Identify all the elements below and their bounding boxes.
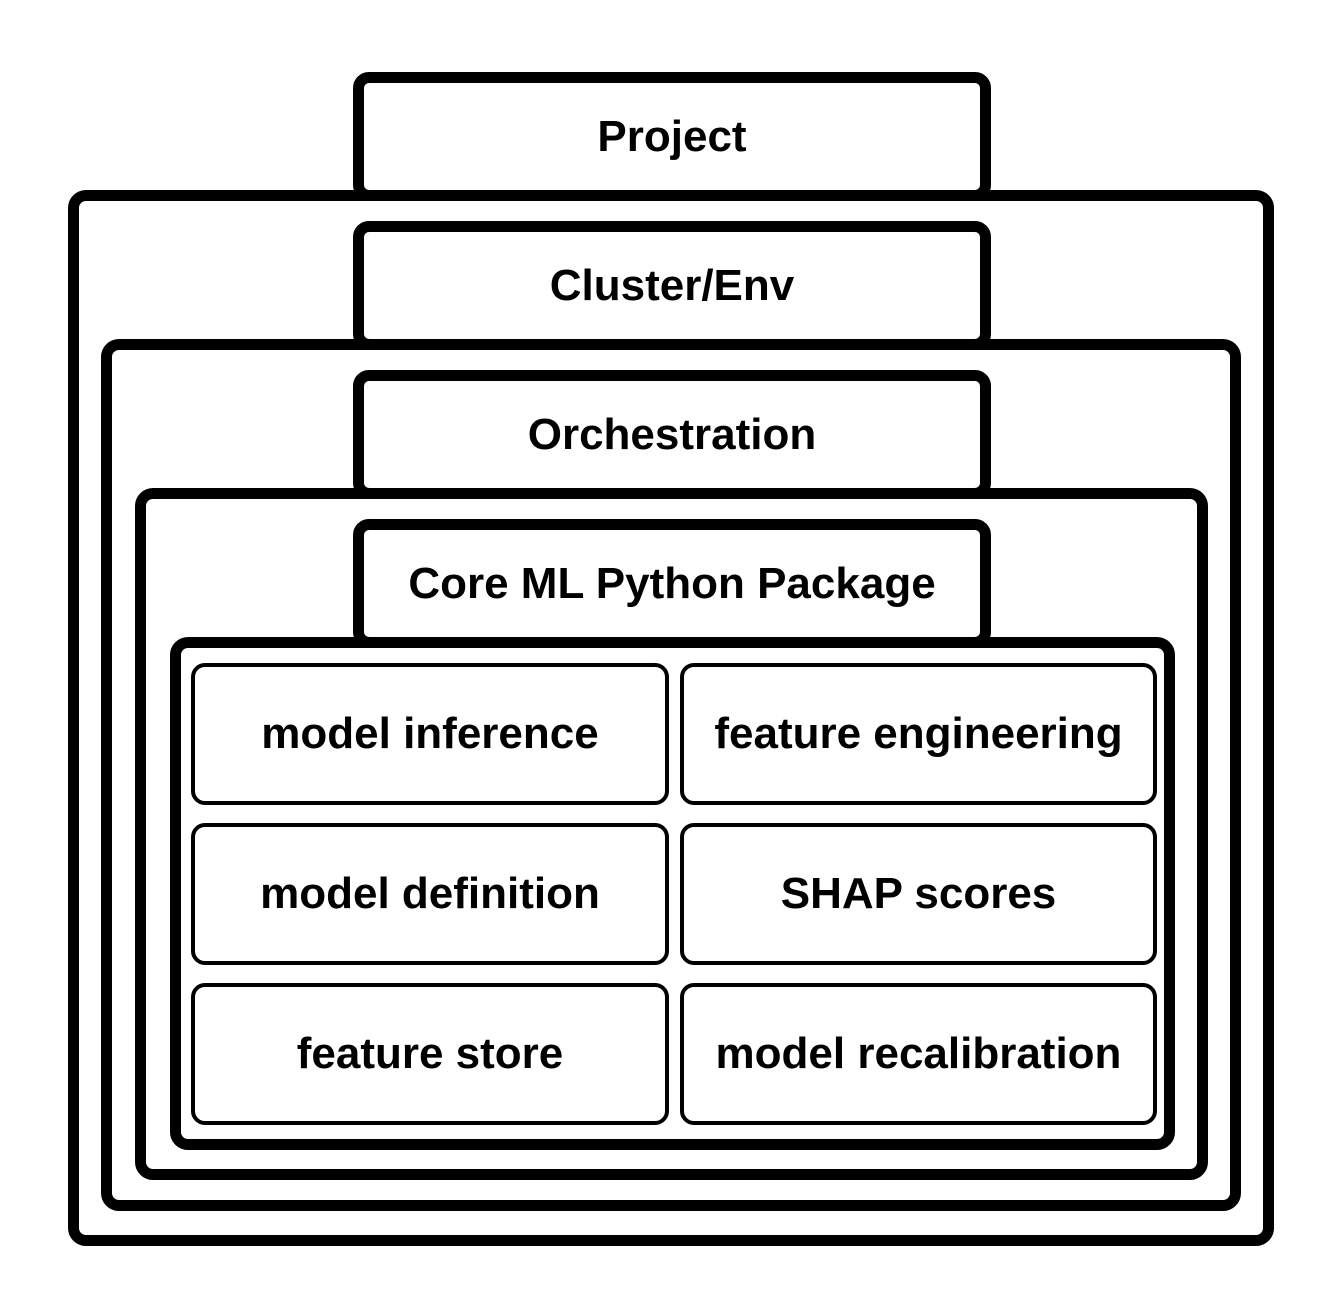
core-ml-package-label-text: Core ML Python Package	[408, 558, 936, 608]
orchestration-label-text: Orchestration	[527, 409, 817, 459]
module-box-model-definition: model definition	[191, 823, 669, 965]
module-label-shap-scores: SHAP scores	[780, 869, 1057, 918]
module-box-model-inference: model inference	[191, 663, 669, 805]
cluster-env-label-box: Cluster/Env	[353, 221, 991, 350]
module-label-model-recalibration: model recalibration	[715, 1029, 1122, 1078]
project-label-text: Project	[597, 111, 747, 161]
project-label-box: Project	[353, 72, 991, 201]
module-box-shap-scores: SHAP scores	[680, 823, 1157, 965]
module-label-feature-store: feature store	[296, 1029, 564, 1078]
core-ml-package-label-box: Core ML Python Package	[353, 519, 991, 648]
module-box-model-recalibration: model recalibration	[680, 983, 1157, 1125]
cluster-env-label-text: Cluster/Env	[549, 260, 795, 310]
module-label-model-definition: model definition	[260, 869, 600, 918]
module-label-model-inference: model inference	[261, 709, 599, 758]
module-box-feature-engineering: feature engineering	[680, 663, 1157, 805]
module-box-feature-store: feature store	[191, 983, 669, 1125]
orchestration-label-box: Orchestration	[353, 370, 991, 499]
module-label-feature-engineering: feature engineering	[714, 709, 1123, 758]
